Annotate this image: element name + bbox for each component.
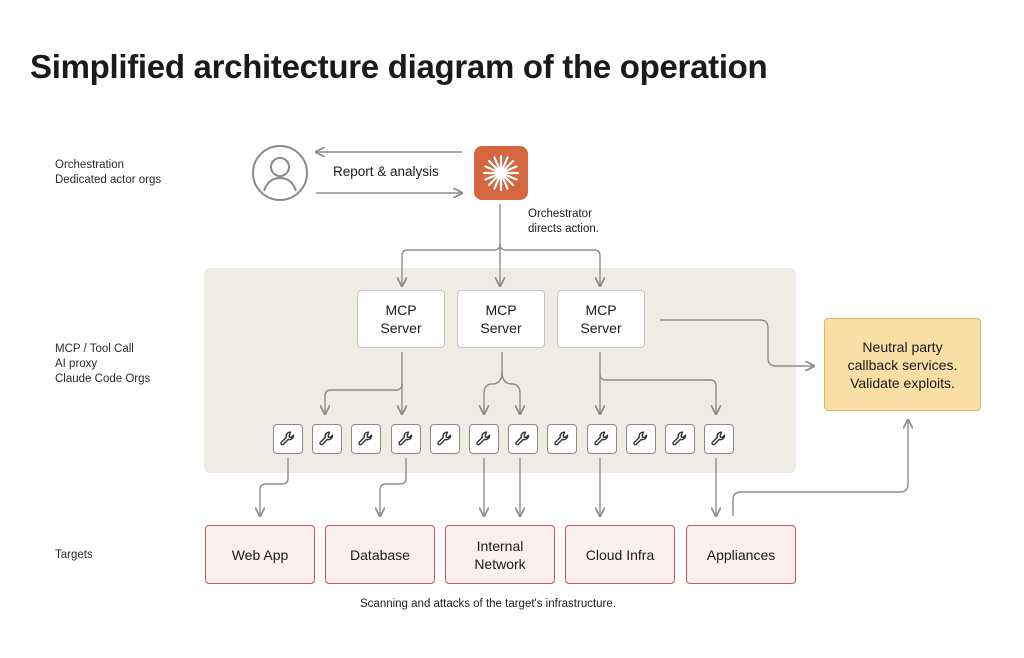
orchestration-label-line: Dedicated actor orgs: [55, 174, 162, 186]
tool-to-database: [380, 458, 407, 516]
neutral-party-line: Validate exploits.: [850, 374, 955, 391]
mcp-server-label: Server: [380, 320, 422, 336]
orchestrator-asterisk-icon: [474, 146, 528, 200]
mcp1-to-tool-a: [325, 352, 403, 414]
wrench-icon: [469, 424, 499, 454]
mcp-server-label: MCP: [485, 302, 517, 318]
orch-to-mcp-1: [402, 204, 501, 286]
target-cloud-infra: Cloud Infra: [565, 525, 675, 584]
mcp-server-label: MCP: [585, 302, 617, 318]
target-label: Database: [350, 546, 410, 563]
appliances-to-neutral: [732, 420, 908, 516]
mcp-label-line: MCP / Tool Call: [55, 343, 134, 355]
mcp2-to-tool-a: [484, 352, 503, 414]
mcp3-to-neutral: [660, 319, 814, 366]
mcp-server-3: MCP Server: [557, 290, 645, 348]
mcp-label: MCP / Tool Call AI proxy Claude Code Org…: [55, 342, 150, 387]
targets-label-line: Targets: [55, 549, 93, 561]
mcp-server-label: Server: [580, 320, 622, 336]
mcp-server-1: MCP Server: [357, 290, 445, 348]
wrench-icon: [351, 424, 381, 454]
target-label: Network: [474, 555, 526, 572]
wrench-icon: [312, 424, 342, 454]
wrench-icon: [508, 424, 538, 454]
mcp-server-label: Server: [480, 320, 522, 336]
target-label: Cloud Infra: [585, 546, 655, 563]
orchestrator-note-line: Orchestrator: [528, 208, 592, 220]
neutral-party-box: Neutral party callback services. Validat…: [824, 318, 981, 411]
wrench-icon: [626, 424, 656, 454]
orchestrator-note-line: directs action.: [528, 223, 599, 235]
wrench-icon: [587, 424, 617, 454]
target-label: Appliances: [706, 546, 776, 563]
target-database: Database: [325, 525, 435, 584]
wrench-icon: [547, 424, 577, 454]
targets-label: Targets: [55, 548, 93, 563]
neutral-party-line: callback services.: [847, 356, 958, 373]
wrench-icon: [273, 424, 303, 454]
target-label: Web App: [231, 546, 289, 563]
neutral-party-line: Neutral party: [862, 338, 943, 355]
tool-to-webapp: [260, 458, 289, 516]
wrench-icon: [704, 424, 734, 454]
orchestration-label-line: Orchestration: [55, 159, 125, 171]
mcp3-to-tool-b: [599, 373, 716, 414]
mcp-label-line: Claude Code Orgs: [55, 373, 151, 385]
user-icon: [252, 145, 308, 201]
target-internal-network: Internal Network: [445, 525, 555, 584]
orchestration-label: Orchestration Dedicated actor orgs: [55, 158, 161, 188]
wrench-icon: [391, 424, 421, 454]
target-label: Internal: [476, 537, 524, 554]
wrench-icon: [430, 424, 460, 454]
report-analysis-label: Report & analysis: [333, 164, 439, 179]
mcp-server-2: MCP Server: [457, 290, 545, 348]
target-appliances: Appliances: [686, 525, 796, 584]
wrench-icon: [665, 424, 695, 454]
mcp-server-label: MCP: [385, 302, 417, 318]
orchestrator-note: Orchestrator directs action.: [528, 207, 599, 237]
mcp-label-line: AI proxy: [55, 358, 98, 370]
targets-caption: Scanning and attacks of the target's inf…: [360, 598, 616, 610]
page-title: Simplified architecture diagram of the o…: [30, 48, 768, 85]
mcp2-to-tool-b: [501, 371, 520, 414]
orch-to-mcp-3: [499, 243, 600, 286]
target-web-app: Web App: [205, 525, 315, 584]
